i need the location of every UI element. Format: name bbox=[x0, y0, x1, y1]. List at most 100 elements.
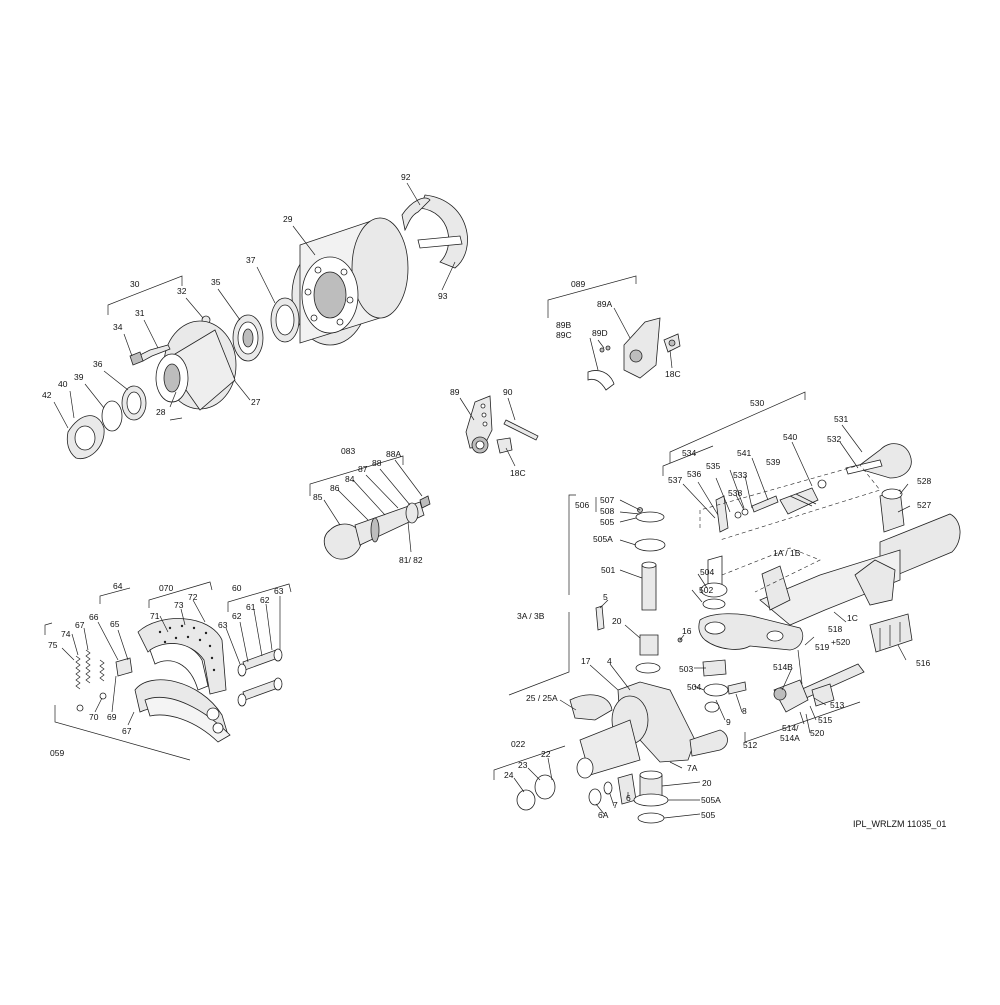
callout-87: 87 bbox=[358, 464, 368, 474]
callout-18C-top: 18C bbox=[665, 369, 681, 379]
callout-20-bot: 20 bbox=[702, 778, 712, 788]
callout-plus520: +520 bbox=[831, 637, 850, 647]
callout-538: 538 bbox=[728, 488, 742, 498]
callout-89: 89 bbox=[450, 387, 460, 397]
drawing-code: IPL_WRLZM 11035_01 bbox=[853, 819, 947, 829]
group-brackets bbox=[44, 275, 861, 780]
callout-24: 24 bbox=[504, 770, 514, 780]
callout-42: 42 bbox=[42, 390, 52, 400]
dust-shield bbox=[401, 194, 468, 269]
callout-17: 17 bbox=[581, 656, 591, 666]
camshaft bbox=[323, 495, 431, 560]
callout-514-514A-a: 514/ bbox=[782, 723, 799, 733]
callout-23: 23 bbox=[518, 760, 528, 770]
callout-65: 65 bbox=[110, 619, 120, 629]
callout-501: 501 bbox=[601, 565, 615, 575]
callout-73: 73 bbox=[174, 600, 184, 610]
callout-537: 537 bbox=[668, 475, 682, 485]
callout-25-25A: 25 / 25A bbox=[526, 693, 558, 703]
callout-504-bot: 504 bbox=[687, 682, 701, 692]
slack-adjuster-middle bbox=[465, 395, 539, 454]
callout-89C: 89C bbox=[556, 330, 572, 340]
callout-532: 532 bbox=[827, 434, 841, 444]
brake-drum bbox=[291, 217, 409, 346]
callout-502: 502 bbox=[699, 585, 713, 595]
callout-70: 70 bbox=[89, 712, 99, 722]
callout-083: 083 bbox=[341, 446, 355, 456]
callout-515: 515 bbox=[818, 715, 832, 725]
callout-39: 39 bbox=[74, 372, 84, 382]
callout-86: 86 bbox=[330, 483, 340, 493]
callout-089: 089 bbox=[571, 279, 585, 289]
callout-64: 64 bbox=[113, 581, 123, 591]
callout-508: 508 bbox=[600, 506, 614, 516]
callout-90: 90 bbox=[503, 387, 513, 397]
callout-36: 36 bbox=[93, 359, 103, 369]
callout-92: 92 bbox=[401, 172, 411, 182]
callout-75: 75 bbox=[48, 640, 58, 650]
callout-5: 5 bbox=[603, 592, 608, 602]
callout-20-top: 20 bbox=[612, 616, 622, 626]
callout-81-82: 81/ 82 bbox=[399, 555, 423, 565]
callout-62a: 62 bbox=[232, 611, 242, 621]
axle-beam bbox=[759, 443, 961, 653]
wheel-stud bbox=[129, 344, 171, 366]
callout-6A: 6A bbox=[598, 810, 609, 820]
callout-69: 69 bbox=[107, 712, 117, 722]
callout-512: 512 bbox=[743, 740, 757, 750]
callout-514-514A-b: 514A bbox=[780, 733, 800, 743]
callout-27: 27 bbox=[251, 397, 261, 407]
steering-arm bbox=[698, 613, 804, 651]
callout-070: 070 bbox=[159, 583, 173, 593]
callout-22: 22 bbox=[541, 749, 551, 759]
callout-1C: 1C bbox=[847, 613, 858, 623]
brake-shoes bbox=[134, 618, 231, 743]
callout-28: 28 bbox=[156, 407, 166, 417]
callout-535: 535 bbox=[706, 461, 720, 471]
callout-labels: 92 29 93 37 35 30 32 31 34 36 39 40 42 2… bbox=[42, 172, 931, 820]
callout-504-top: 504 bbox=[700, 567, 714, 577]
callout-503: 503 bbox=[679, 664, 693, 674]
outer-bearing-cap bbox=[66, 385, 147, 460]
steering-link-parts bbox=[715, 479, 827, 533]
callout-93: 93 bbox=[438, 291, 448, 301]
callout-534: 534 bbox=[682, 448, 696, 458]
callout-513: 513 bbox=[830, 700, 844, 710]
leader-lines bbox=[53, 182, 911, 819]
callout-18C-mid: 18C bbox=[510, 468, 526, 478]
callout-32: 32 bbox=[177, 286, 187, 296]
callout-531: 531 bbox=[834, 414, 848, 424]
callout-519: 519 bbox=[815, 642, 829, 652]
callout-516: 516 bbox=[916, 658, 930, 668]
callout-60: 60 bbox=[232, 583, 242, 593]
callout-505-bot: 505 bbox=[701, 810, 715, 820]
callout-85: 85 bbox=[313, 492, 323, 502]
callout-7A: 7A bbox=[687, 763, 698, 773]
callout-507: 507 bbox=[600, 495, 614, 505]
wheel-hub bbox=[155, 320, 237, 421]
tie-rod bbox=[707, 555, 865, 713]
callout-505-top: 505 bbox=[600, 517, 614, 527]
callout-89D: 89D bbox=[592, 328, 608, 338]
callout-9: 9 bbox=[726, 717, 731, 727]
callout-31: 31 bbox=[135, 308, 145, 318]
callout-541: 541 bbox=[737, 448, 751, 458]
kingpin-parts bbox=[595, 507, 729, 697]
callout-74: 74 bbox=[61, 629, 71, 639]
callout-35: 35 bbox=[211, 277, 221, 287]
callout-89B: 89B bbox=[556, 320, 571, 330]
callout-67a: 67 bbox=[75, 620, 85, 630]
callout-63a: 63 bbox=[218, 620, 228, 630]
callout-505A-top: 505A bbox=[593, 534, 613, 544]
callout-8: 8 bbox=[742, 706, 747, 716]
callout-533: 533 bbox=[733, 470, 747, 480]
callout-16: 16 bbox=[682, 626, 692, 636]
callout-62b: 62 bbox=[260, 595, 270, 605]
callout-506: 506 bbox=[575, 500, 589, 510]
callout-4: 4 bbox=[607, 656, 612, 666]
shoe-lining-rivets bbox=[158, 624, 216, 672]
boundary-steering-link bbox=[699, 464, 881, 541]
hub-bearings bbox=[201, 297, 300, 362]
